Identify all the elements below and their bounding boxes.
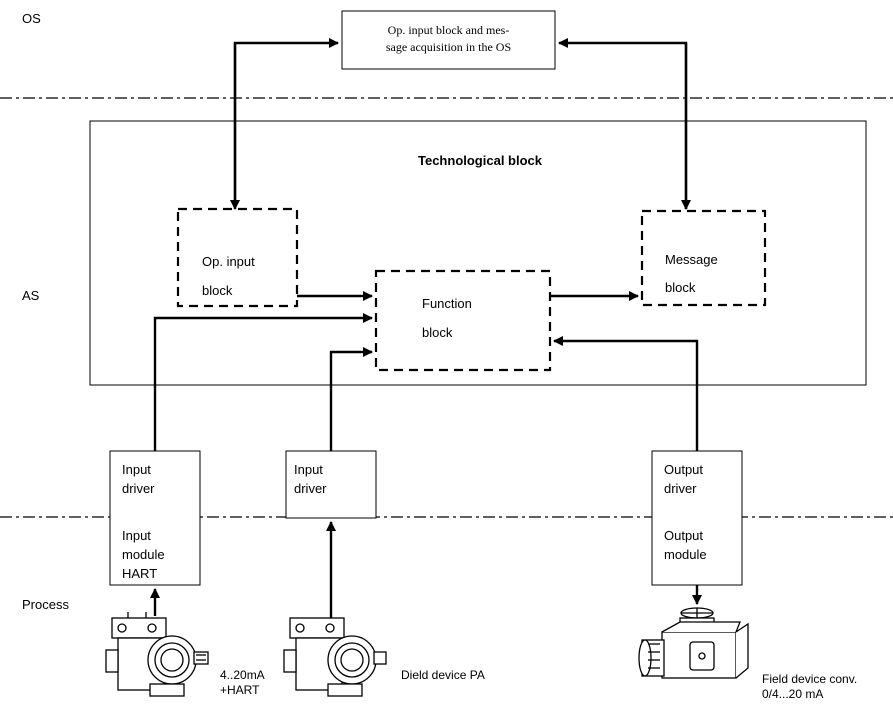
arrow-input-driver-1-function <box>153 313 373 451</box>
message-block-box <box>640 209 767 307</box>
output-driver-line2: driver <box>664 481 697 496</box>
input-driver-1-line1: Input <box>122 462 151 477</box>
output-driver-box <box>651 450 743 586</box>
pa-device-label: Dield device PA <box>401 668 485 682</box>
input-driver-2-box <box>285 450 377 519</box>
transmitter-pa-icon <box>283 617 387 697</box>
arrow-output-driver-function <box>553 336 699 451</box>
function-block-line1: Function <box>422 296 472 311</box>
level-label-os: OS <box>22 11 41 26</box>
os-block-line2: sage acquisition in the OS <box>385 40 512 54</box>
level-label-as: AS <box>22 288 40 303</box>
output-driver-line1: Output <box>664 462 704 477</box>
os-block-label: Op. input block and mes- sage acquisitio… <box>342 22 555 56</box>
hart-device-line2: +HART <box>220 683 260 697</box>
hart-device-line1: 4..20mA <box>220 668 265 682</box>
input-driver-2-label: Input driver <box>294 460 327 498</box>
input-module-line3: HART <box>122 566 158 581</box>
message-block-label: Message block <box>665 249 718 298</box>
technological-block-box <box>89 120 867 386</box>
output-module-label: Output module <box>664 526 707 564</box>
input-module-line2: module <box>122 547 165 562</box>
input-module-label: Input module HART <box>122 526 165 583</box>
input-driver-1-line2: driver <box>122 481 155 496</box>
output-module-line2: module <box>664 547 707 562</box>
conv-device-line2: 0/4...20 mA <box>762 687 824 701</box>
op-input-block-label: Op. input block <box>202 251 255 301</box>
os-block-box <box>341 10 556 70</box>
message-block-line1: Message <box>665 252 718 267</box>
output-driver-label: Output driver <box>664 460 703 498</box>
input-driver-1-label: Input driver <box>122 460 155 498</box>
conv-device-line1: Field device conv. <box>762 672 858 686</box>
valve-actuator-icon <box>638 607 749 679</box>
conv-device-label: Field device conv. 0/4...20 mA <box>762 672 857 702</box>
input-module-line1: Input <box>122 528 151 543</box>
os-block-line1: Op. input block and mes- <box>387 23 510 37</box>
level-label-process: Process <box>22 597 69 612</box>
function-block-label: Function block <box>422 293 472 343</box>
hart-device-label: 4..20mA +HART <box>220 668 265 698</box>
arrow-input-driver-2-function <box>329 347 373 451</box>
input-driver-2-line2: driver <box>294 481 327 496</box>
input-driver-1-box <box>109 450 201 586</box>
function-block-line2: block <box>422 325 453 340</box>
technological-block-title: Technological block <box>418 153 543 168</box>
transmitter-hart-icon <box>105 612 209 697</box>
function-block-box <box>374 269 552 372</box>
message-block-line2: block <box>665 280 696 295</box>
op-input-block-line2: block <box>202 283 233 298</box>
op-input-block-box <box>176 207 299 308</box>
output-module-line1: Output <box>664 528 704 543</box>
arrow-os-message <box>558 38 691 210</box>
input-driver-2-line1: Input <box>294 462 323 477</box>
op-input-block-line1: Op. input <box>202 254 255 269</box>
arrow-os-op-input <box>230 38 339 210</box>
